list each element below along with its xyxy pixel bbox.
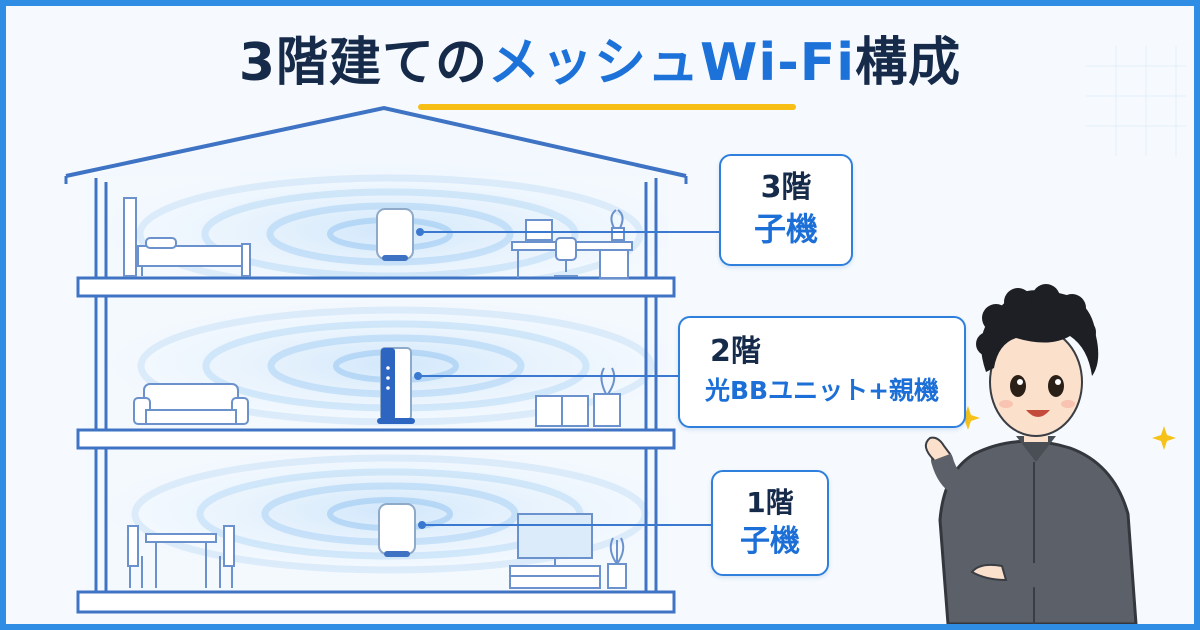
floor-1-role: 子機 <box>740 524 800 559</box>
floor-2-name: 2階 <box>710 334 761 369</box>
plant-icon <box>607 537 627 589</box>
floor-1-name: 1階 <box>746 486 794 519</box>
router-icon-floor-3 <box>376 208 414 261</box>
dining-table-icon <box>127 525 235 588</box>
title-part-3: 構成 <box>855 33 962 93</box>
title-part-2: メッシュWi-Fi <box>488 33 856 93</box>
sofa-icon <box>133 383 249 425</box>
tv-icon <box>509 513 601 589</box>
page-title: 3階建てのメッシュWi-Fi構成 <box>6 28 1194 98</box>
connector-lines <box>414 228 719 529</box>
router-icon-floor-2 <box>377 347 415 424</box>
title-underline <box>418 104 796 110</box>
floor-1-label: 1階 子機 <box>711 470 829 576</box>
house-structure <box>64 105 688 614</box>
floor-3-role: 子機 <box>753 210 818 248</box>
cabinet-icon <box>535 367 621 427</box>
floor-2-label: 2階 光BBユニット+親機 <box>678 316 966 428</box>
person-illustration <box>924 284 1138 624</box>
floor-2-role: 光BBユニット+親機 <box>704 376 940 405</box>
diagram-canvas <box>64 46 1186 624</box>
background-grid <box>1086 46 1186 156</box>
sparkle-icon <box>956 406 1176 450</box>
bed-icon <box>123 197 251 277</box>
router-icon-floor-1 <box>378 503 416 557</box>
floor-3-name: 3階 <box>760 170 812 205</box>
floor-3-label: 3階 子機 <box>719 154 853 266</box>
title-part-1: 3階建ての <box>238 33 489 93</box>
